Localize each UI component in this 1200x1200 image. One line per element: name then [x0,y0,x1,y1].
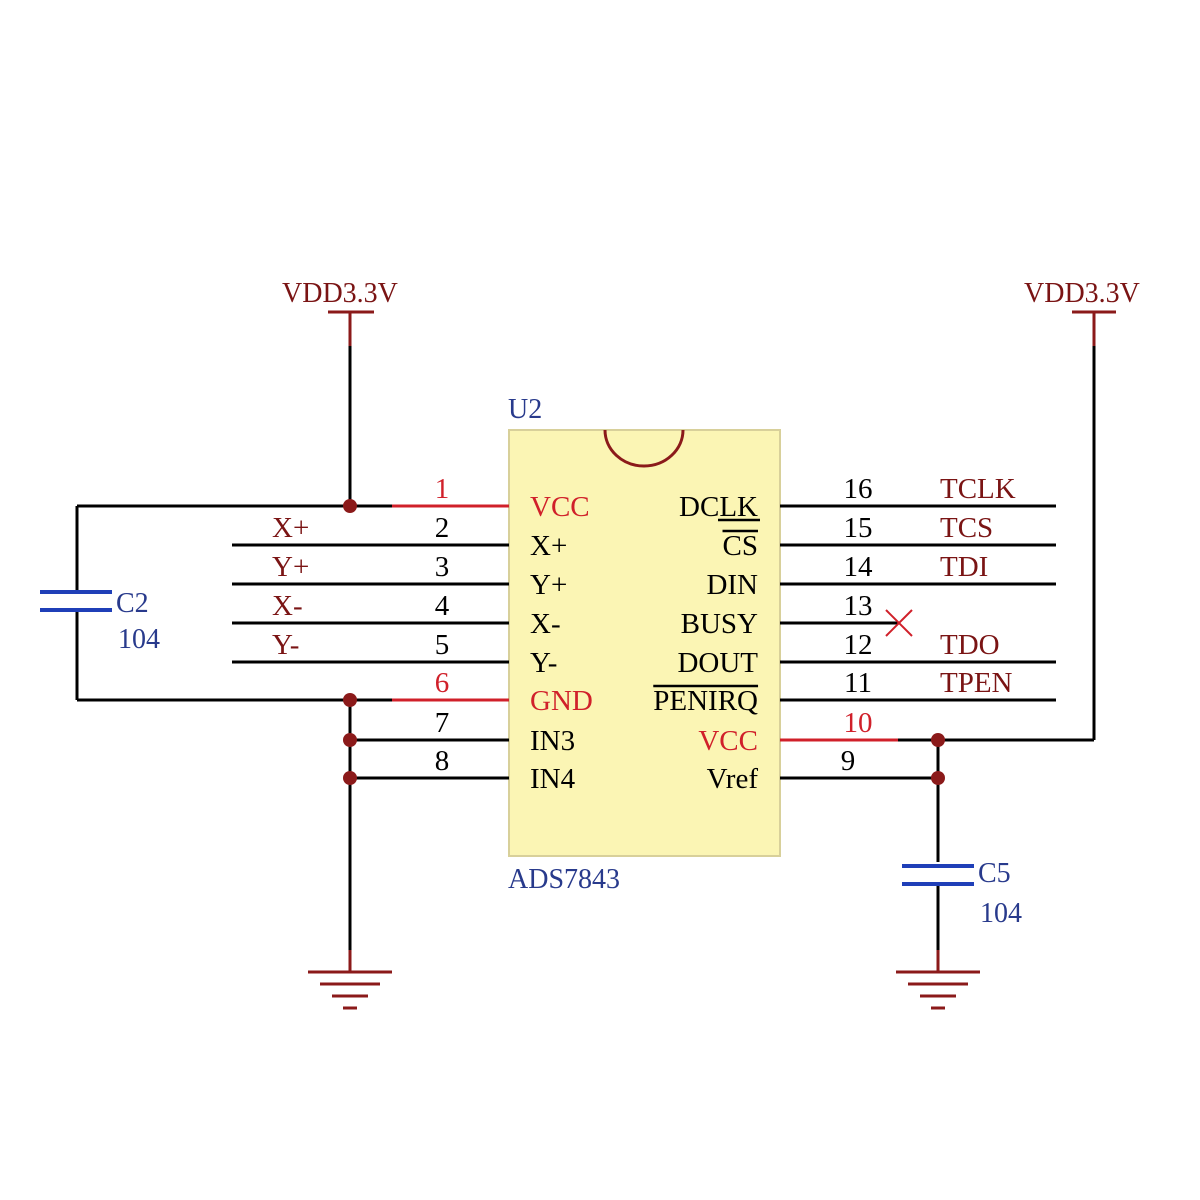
junction-dot [343,771,357,785]
pin-number: 7 [435,707,450,739]
power-label-left: VDD3.3V [282,278,398,309]
pin-name: PENIRQ [653,685,758,717]
pin-number: 13 [844,590,873,622]
pin-name: X- [530,608,561,640]
c2-designator: C2 [116,588,149,619]
power-symbol-left: VDD3.3V [282,278,398,346]
net-label: TDO [940,629,1000,661]
pin-number: 1 [435,473,450,505]
pin-name: DOUT [677,647,758,679]
ic-designator: U2 [508,394,542,425]
pin-name: DCLK [679,491,758,523]
pin-3: 3Y+Y+ [232,551,567,601]
pin-number: 9 [841,745,856,777]
ic-body [508,429,781,857]
junction-dot [343,499,357,513]
pin-name: X+ [530,530,567,562]
right-pin-group: 16DCLKTCLK15CSTCS14DINTDI13BUSY12DOUTTDO… [653,473,1056,795]
net-label: TDI [940,551,988,583]
pin-2: 2X+X+ [232,512,567,562]
c2-value: 104 [118,624,160,655]
pin-number: 6 [435,667,450,699]
pin-number: 16 [844,473,873,505]
pin-name: DIN [706,569,758,601]
capacitor-c2: C2 104 [40,588,160,655]
pin-name: BUSY [681,608,758,640]
ic-notch [603,429,685,468]
ground-symbol-right [896,950,980,1010]
pin-name: IN4 [530,763,576,795]
pin-name: GND [530,685,593,717]
ic-part-number: ADS7843 [508,864,620,895]
pin-number: 10 [844,707,873,739]
net-label: Y+ [272,551,309,583]
net-label: X- [272,590,303,622]
c5-value: 104 [980,898,1022,929]
pin-number: 14 [844,551,874,583]
pin-number: 2 [435,512,450,544]
junction-dot [343,733,357,747]
no-connect-marker [885,609,913,637]
net-label: Y- [272,629,299,661]
junction-dot [343,693,357,707]
pin-5: 5Y-Y- [232,629,557,679]
power-symbol-right: VDD3.3V [1024,278,1140,346]
pin-name: Y- [530,647,557,679]
net-label: TCS [940,512,993,544]
pin-number: 15 [844,512,873,544]
pin-number: 11 [844,667,872,699]
junction-dot [931,733,945,747]
left-supply-wiring [75,346,392,950]
c5-designator: C5 [978,858,1011,889]
pin-name: IN3 [530,725,575,757]
pin-4: 4X-X- [232,590,561,640]
pin-name: VCC [530,491,590,523]
pin-number: 5 [435,629,450,661]
net-label: TCLK [940,473,1016,505]
net-label: TPEN [940,667,1013,699]
pin-name: Y+ [530,569,567,601]
pin-number: 3 [435,551,450,583]
pin-name: Vref [707,763,759,795]
right-supply-wiring [898,346,1096,950]
capacitor-c5: C5 104 [902,858,1022,929]
pin-name: CS [723,530,758,562]
net-label: X+ [272,512,309,544]
junction-dots [343,499,945,785]
ground-symbol-left [308,950,392,1010]
junction-dot [931,771,945,785]
pin-number: 4 [435,590,450,622]
pin-name: VCC [698,725,758,757]
power-label-right: VDD3.3V [1024,278,1140,309]
pin-number: 12 [844,629,873,661]
pin-number: 8 [435,745,450,777]
